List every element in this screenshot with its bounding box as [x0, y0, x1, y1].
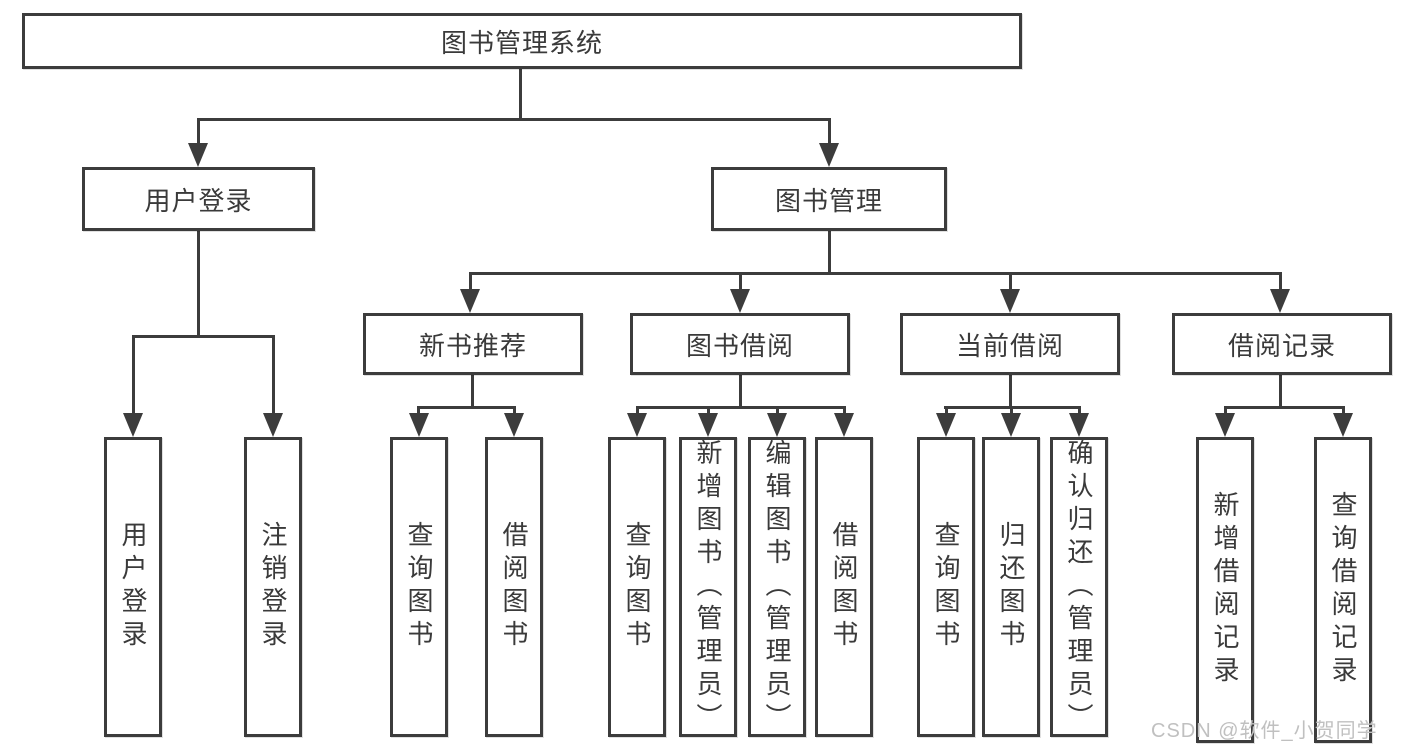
arrow-down-icon	[627, 413, 647, 437]
arrow-down-icon	[1215, 413, 1235, 437]
leaf-query-book-newbook: 查询图书	[390, 437, 448, 737]
leaf-borrow-book-newbook: 借阅图书	[485, 437, 543, 737]
arrow-down-icon	[263, 413, 283, 437]
connector-line	[636, 406, 639, 418]
watermark: CSDN @软件_小贺同学	[1151, 720, 1378, 742]
arrow-down-icon	[188, 143, 208, 167]
arrow-down-icon	[1000, 289, 1020, 313]
arrow-down-icon	[819, 143, 839, 167]
leaf-query-borrow-record-label: 查询借阅记录	[1328, 491, 1358, 689]
leaf-add-borrow-record: 新增借阅记录	[1196, 437, 1254, 743]
connector-line	[469, 272, 1282, 275]
connector-line	[197, 229, 200, 337]
node-library-system: 图书管理系统	[22, 13, 1022, 69]
connector-line	[197, 118, 200, 148]
leaf-query-borrow-record: 查询借阅记录	[1314, 437, 1372, 743]
connector-line	[1009, 373, 1012, 409]
leaf-add-book-admin: 新增图书（管理员）	[679, 437, 737, 737]
connector-line	[1224, 406, 1344, 409]
connector-line	[519, 66, 522, 121]
leaf-add-book-admin-label: 新增图书（管理员）	[693, 438, 723, 736]
node-user-login-label: 用户登录	[144, 185, 253, 216]
arrow-down-icon	[123, 413, 143, 437]
leaf-logout: 注销登录	[244, 437, 302, 737]
leaf-user-login: 用户登录	[104, 437, 162, 737]
arrow-down-icon	[1333, 413, 1353, 437]
leaf-query-book-borrowing-label: 查询图书	[622, 521, 652, 653]
leaf-add-borrow-record-label: 新增借阅记录	[1210, 491, 1240, 689]
arrow-down-icon	[936, 413, 956, 437]
arrow-down-icon	[834, 413, 854, 437]
leaf-return-book-label: 归还图书	[996, 521, 1026, 653]
connector-line	[828, 118, 831, 148]
arrow-down-icon	[730, 289, 750, 313]
connector-line	[197, 118, 831, 121]
leaf-borrow-book-label: 借阅图书	[829, 521, 859, 653]
node-book-management: 图书管理	[711, 167, 947, 231]
node-user-login: 用户登录	[82, 167, 315, 231]
connector-line	[739, 373, 742, 409]
node-book-borrowing-label: 图书借阅	[685, 330, 794, 361]
connector-line	[132, 335, 135, 417]
arrow-down-icon	[1270, 289, 1290, 313]
connector-line	[417, 406, 516, 409]
connector-line	[739, 272, 742, 294]
connector-line	[513, 406, 516, 418]
connector-line	[1224, 406, 1227, 418]
leaf-query-book-current: 查询图书	[917, 437, 975, 737]
arrow-down-icon	[504, 413, 524, 437]
leaf-edit-book-admin-label: 编辑图书（管理员）	[762, 438, 792, 736]
connector-line	[1078, 406, 1081, 418]
connector-line	[636, 406, 846, 409]
leaf-borrow-book: 借阅图书	[815, 437, 873, 737]
node-current-borrowing: 当前借阅	[900, 313, 1120, 375]
connector-line	[272, 335, 275, 417]
node-book-management-label: 图书管理	[774, 185, 883, 216]
connector-line	[1342, 406, 1345, 418]
connector-line	[1009, 272, 1012, 294]
leaf-logout-label: 注销登录	[258, 521, 288, 653]
connector-line	[707, 406, 710, 418]
connector-line	[1010, 406, 1013, 418]
connector-line	[843, 406, 846, 418]
leaf-return-book: 归还图书	[982, 437, 1040, 737]
connector-line	[945, 406, 948, 418]
arrow-down-icon	[1001, 413, 1021, 437]
connector-line	[469, 272, 472, 294]
connector-line	[776, 406, 779, 418]
node-library-system-label: 图书管理系统	[440, 27, 603, 58]
arrow-down-icon	[1069, 413, 1089, 437]
node-borrowing-records: 借阅记录	[1172, 313, 1392, 375]
node-borrowing-records-label: 借阅记录	[1227, 330, 1336, 361]
leaf-borrow-book-newbook-label: 借阅图书	[499, 521, 529, 653]
leaf-query-book-borrowing: 查询图书	[608, 437, 666, 737]
connector-line	[1279, 272, 1282, 294]
connector-line	[471, 373, 474, 409]
node-new-book-recommend: 新书推荐	[363, 313, 583, 375]
leaf-user-login-label: 用户登录	[118, 521, 148, 653]
leaf-confirm-return-admin-label: 确认归还（管理员）	[1064, 438, 1094, 736]
node-new-book-recommend-label: 新书推荐	[418, 330, 527, 361]
connector-line	[132, 335, 275, 338]
connector-line	[828, 229, 831, 275]
leaf-query-book-newbook-label: 查询图书	[404, 521, 434, 653]
arrow-down-icon	[698, 413, 718, 437]
connector-line	[417, 406, 420, 418]
node-book-borrowing: 图书借阅	[630, 313, 850, 375]
arrow-down-icon	[460, 289, 480, 313]
arrow-down-icon	[409, 413, 429, 437]
arrow-down-icon	[767, 413, 787, 437]
connector-line	[1279, 373, 1282, 409]
leaf-query-book-current-label: 查询图书	[931, 521, 961, 653]
leaf-confirm-return-admin: 确认归还（管理员）	[1050, 437, 1108, 737]
leaf-edit-book-admin: 编辑图书（管理员）	[748, 437, 806, 737]
node-current-borrowing-label: 当前借阅	[955, 330, 1064, 361]
